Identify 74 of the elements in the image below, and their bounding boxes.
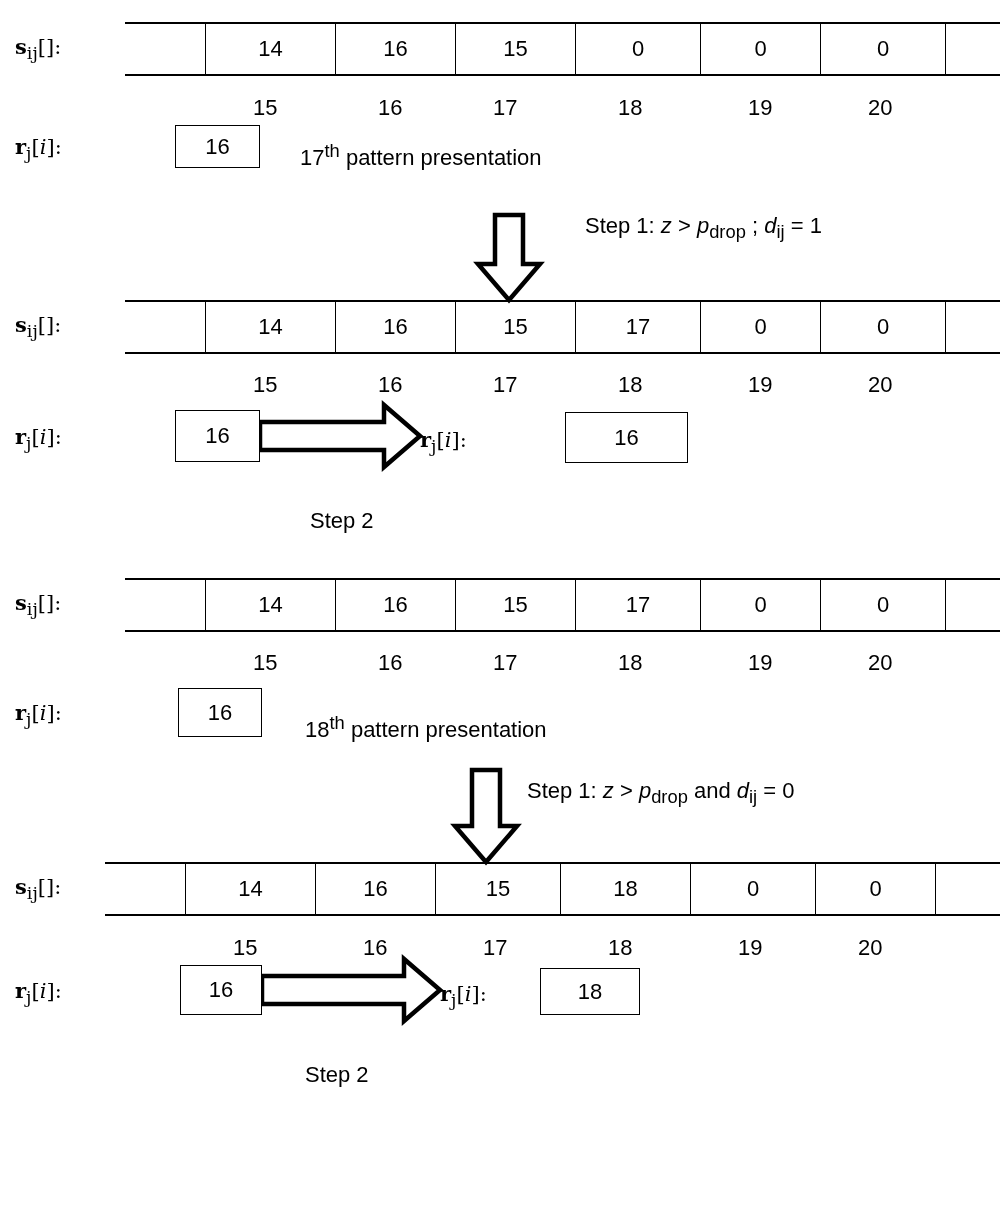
- array-strip: [125, 300, 1000, 354]
- index-number: 18: [618, 650, 643, 676]
- index-number: 15: [253, 372, 278, 398]
- index-number: 17: [493, 372, 518, 398]
- caption-text: 18$^{th}$ pattern presentation: [305, 712, 547, 744]
- index-number: 18: [618, 372, 643, 398]
- array-cell: 14: [205, 580, 336, 630]
- index-number: 17: [493, 95, 518, 121]
- caption-text: 17$^{th}$ pattern presentation: [300, 140, 542, 172]
- array-cell: 0: [700, 580, 821, 630]
- array-cell: 16: [315, 864, 436, 914]
- array-label: r$_{j}$[i]:: [15, 424, 62, 454]
- index-number: 16: [378, 95, 403, 121]
- array-label: s$_{ij}$[]:: [15, 312, 62, 342]
- array-cell: 17: [575, 580, 701, 630]
- array-cell: 16: [335, 24, 456, 74]
- array-cell: 0: [820, 24, 946, 74]
- index-number: 19: [748, 650, 773, 676]
- index-number: 16: [378, 372, 403, 398]
- array-cell: 18: [560, 864, 691, 914]
- index-number: 19: [748, 95, 773, 121]
- block-arrow: [259, 954, 444, 1026]
- array-cell: 15: [455, 24, 576, 74]
- block-arrow: [450, 767, 522, 866]
- value-box: 16: [180, 965, 262, 1015]
- array-strip: [105, 862, 1000, 916]
- value-box: 16: [175, 410, 260, 462]
- index-number: 18: [608, 935, 633, 961]
- value-box: 16: [178, 688, 262, 737]
- index-number: 15: [233, 935, 258, 961]
- array-cell: 0: [700, 302, 821, 352]
- index-number: 16: [363, 935, 388, 961]
- index-number: 17: [493, 650, 518, 676]
- array-cell: 17: [575, 302, 701, 352]
- index-number: 15: [253, 650, 278, 676]
- array-label: r$_{j}$[i]:: [15, 700, 62, 730]
- array-cell: 0: [820, 580, 946, 630]
- index-number: 16: [378, 650, 403, 676]
- value-box: 16: [175, 125, 260, 168]
- array-cell: 15: [455, 580, 576, 630]
- array-cell: 0: [820, 302, 946, 352]
- array-label: r$_{j}$[i]:: [15, 134, 62, 164]
- index-number: 17: [483, 935, 508, 961]
- block-arrow: [257, 400, 424, 472]
- array-cell: 14: [205, 24, 336, 74]
- array-label: r$_{j}$[i]:: [15, 978, 62, 1008]
- index-number: 15: [253, 95, 278, 121]
- index-number: 20: [858, 935, 883, 961]
- index-number: 20: [868, 650, 893, 676]
- index-number: 20: [868, 372, 893, 398]
- array-cell: 0: [815, 864, 936, 914]
- array-cell: 0: [690, 864, 816, 914]
- value-box: 18: [540, 968, 640, 1015]
- array-strip: [125, 22, 1000, 76]
- block-arrow: [473, 212, 545, 304]
- array-cell: 14: [205, 302, 336, 352]
- array-cell: 16: [335, 580, 456, 630]
- array-cell: 15: [435, 864, 561, 914]
- array-label: r$_{j}$[i]:: [420, 427, 467, 457]
- array-cell: 0: [700, 24, 821, 74]
- array-label: s$_{ij}$[]:: [15, 590, 62, 620]
- array-cell: 15: [455, 302, 576, 352]
- array-label: r$_{j}$[i]:: [440, 981, 487, 1011]
- array-strip: [125, 578, 1000, 632]
- index-number: 19: [738, 935, 763, 961]
- array-label: s$_{ij}$[]:: [15, 874, 62, 904]
- index-number: 20: [868, 95, 893, 121]
- index-number: 19: [748, 372, 773, 398]
- array-cell: 0: [575, 24, 701, 74]
- value-box: 16: [565, 412, 688, 463]
- array-cell: 16: [335, 302, 456, 352]
- index-number: 18: [618, 95, 643, 121]
- array-cell: 14: [185, 864, 316, 914]
- array-label: s$_{ij}$[]:: [15, 34, 62, 64]
